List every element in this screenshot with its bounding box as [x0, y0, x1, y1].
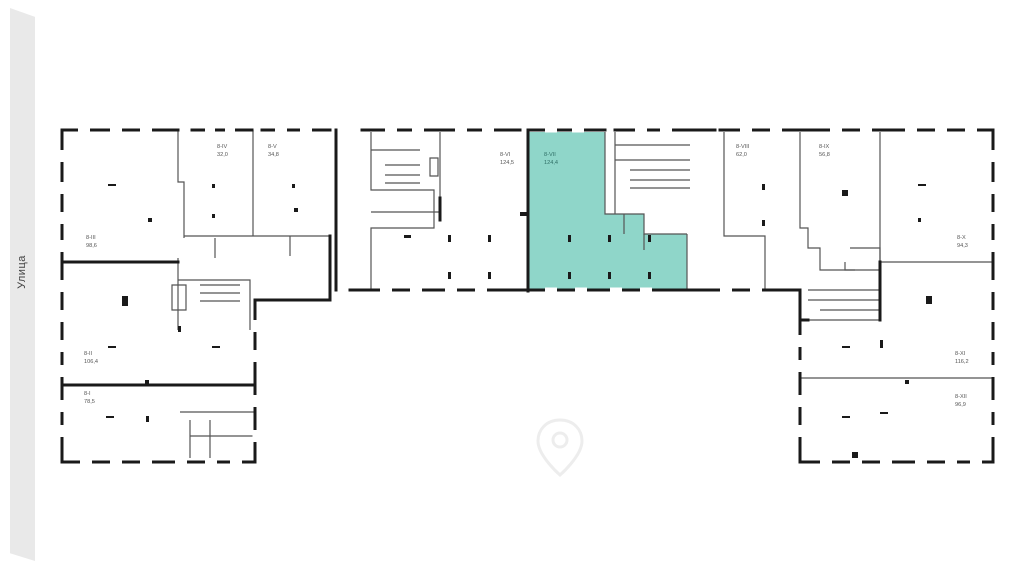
unit-id-label: 8-X [957, 235, 966, 241]
unit-id-label: 8-IV [217, 144, 228, 150]
unit-id-label: 8-III [86, 235, 96, 241]
unit-area-label: 124,5 [500, 160, 514, 166]
unit-area-label: 124,4 [544, 160, 558, 166]
unit-id-label: 8-VII [544, 152, 556, 158]
unit-id-label: 8-XII [955, 394, 967, 400]
unit-area-label: 56,8 [819, 152, 830, 158]
street-band [10, 8, 35, 561]
unit-area-label: 96,9 [955, 402, 966, 408]
unit-id-label: 8-V [268, 144, 277, 150]
window-openings [59, 127, 996, 465]
unit-area-label: 98,6 [86, 243, 97, 249]
unit-area-label: 32,0 [217, 152, 228, 158]
unit-area-label: 94,3 [957, 243, 968, 249]
map-pin-icon [536, 418, 584, 477]
unit-area-label: 116,2 [955, 359, 969, 365]
structural-columns [106, 184, 932, 458]
unit-area-label: 106,4 [84, 359, 98, 365]
unit-id-label: 8-XI [955, 351, 966, 357]
unit-id-label: 8-VIII [736, 144, 750, 150]
unit-labels: 8-IV 32,0 8-V 34,8 8-VI 124,5 8-VII 124,4 8-VIII… [84, 144, 969, 408]
unit-id-label: 8-I [84, 391, 91, 397]
unit-area-label: 78,5 [84, 399, 95, 405]
unit-area-label: 34,8 [268, 152, 279, 158]
unit-id-label: 8-IX [819, 144, 830, 150]
unit-8-vii-highlight[interactable] [528, 132, 687, 291]
unit-id-label: 8-VI [500, 152, 511, 158]
unit-id-label: 8-II [84, 351, 93, 357]
unit-area-label: 62,0 [736, 152, 747, 158]
